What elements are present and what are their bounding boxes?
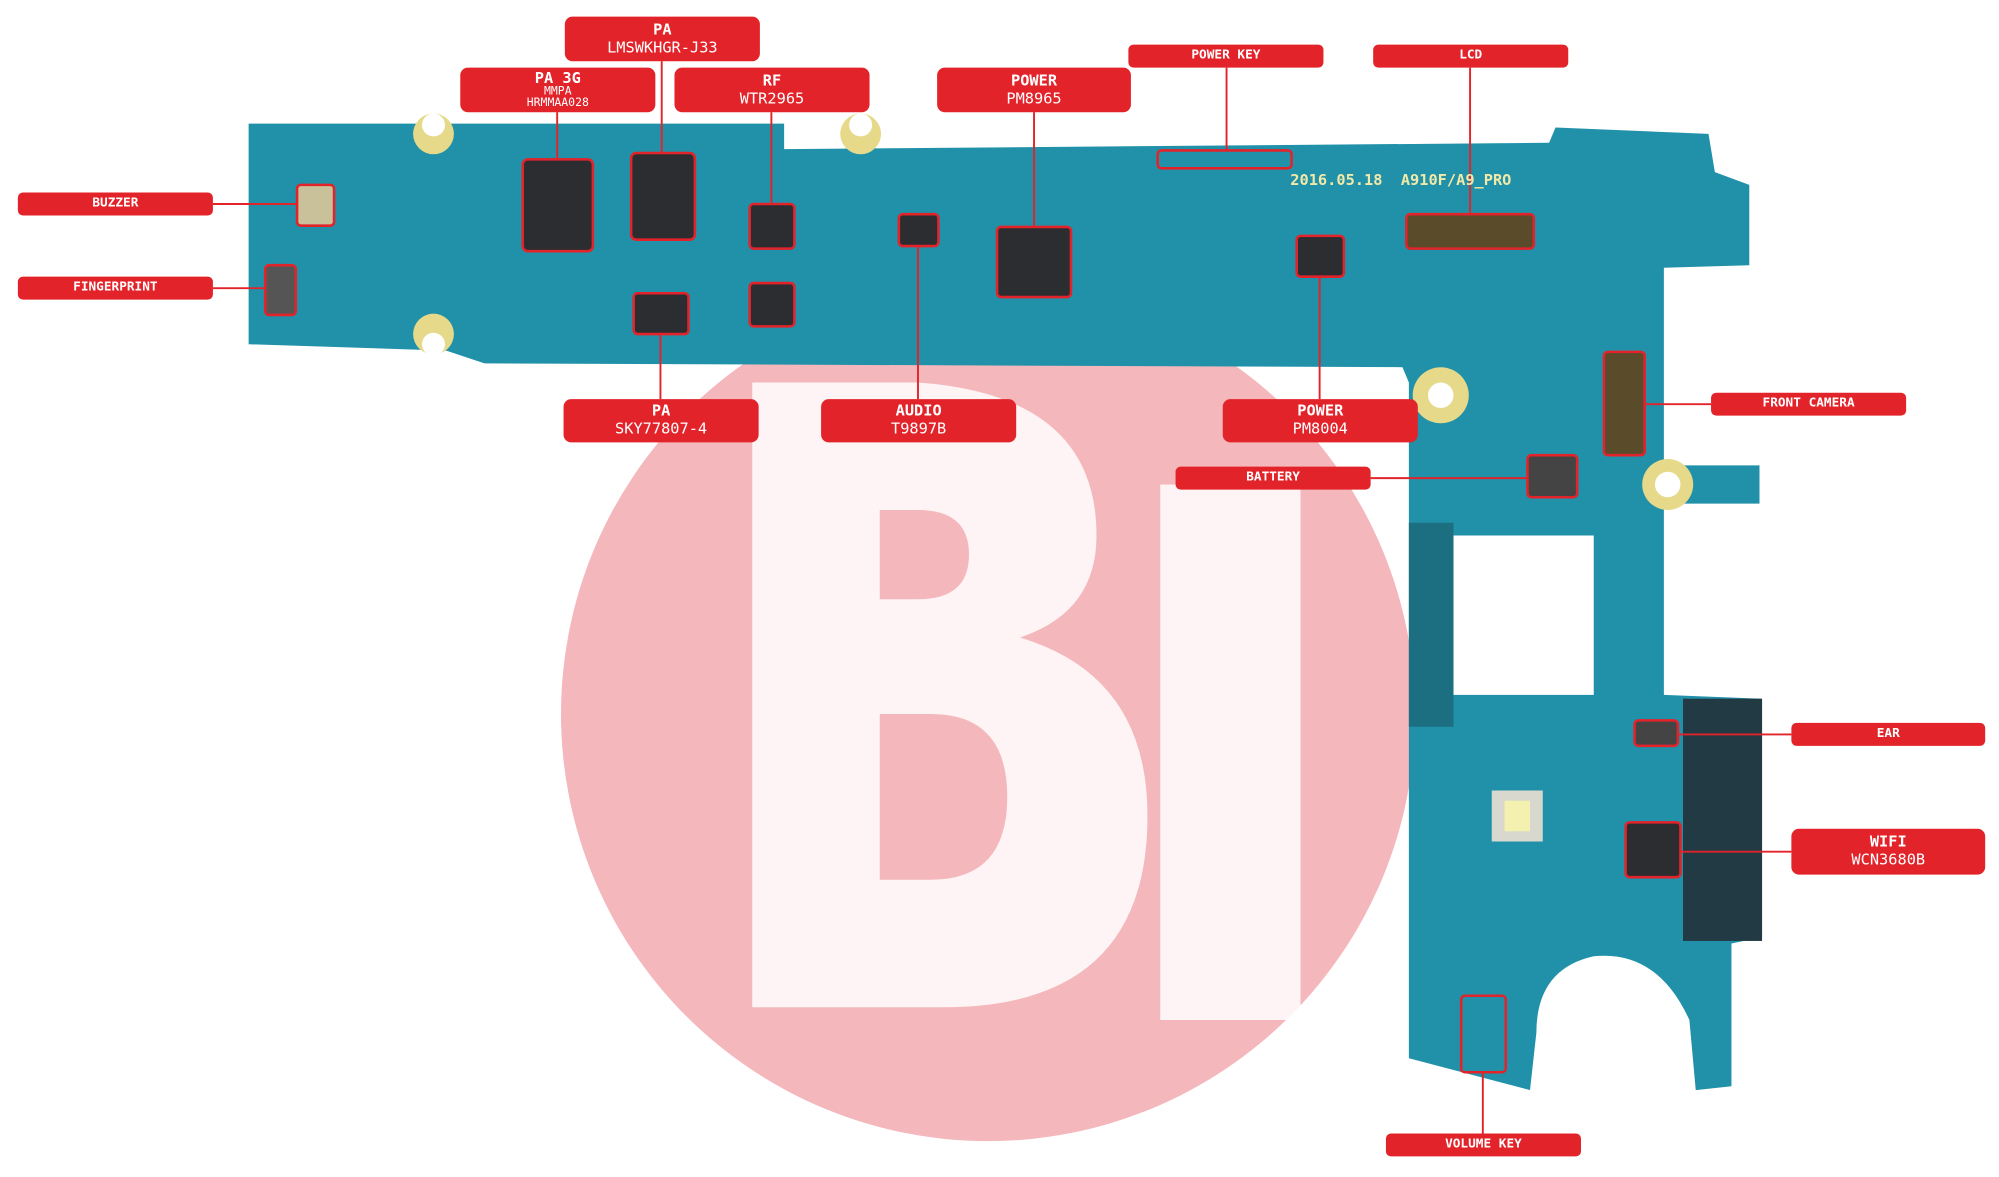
- label-part: WTR2965: [739, 88, 805, 107]
- label-part: T9897B: [890, 419, 947, 438]
- pcb-board: [248, 113, 1763, 1091]
- label-title: BATTERY: [1246, 470, 1300, 485]
- label-part: PM8965: [1006, 88, 1062, 107]
- label-buzzer: BUZZER: [17, 192, 213, 216]
- chips: [263, 149, 1682, 1074]
- label-power-key: POWER KEY: [1128, 44, 1324, 68]
- label-title: VOLUME KEY: [1445, 1137, 1522, 1152]
- label-part: WCN3680B: [1851, 850, 1926, 869]
- label-part: HRMMAA028: [526, 97, 589, 111]
- label-title: LCD: [1459, 48, 1483, 63]
- leader-lines: [212, 61, 1792, 1134]
- label-part: SKY77807-4: [615, 419, 708, 438]
- label-title: FRONT CAMERA: [1762, 396, 1855, 411]
- label-front-camera: FRONT CAMERA: [1711, 392, 1907, 416]
- label-title: WIFI: [1869, 832, 1907, 851]
- label-title: PA: [651, 401, 671, 420]
- label-title: POWER: [1010, 71, 1058, 89]
- label-title: FINGERPRINT: [73, 280, 158, 295]
- label-title: POWER KEY: [1191, 48, 1261, 63]
- label-title: EAR: [1876, 727, 1900, 742]
- label-ear: EAR: [1791, 722, 1986, 746]
- label-title: PA 3G: [534, 68, 581, 87]
- label-fingerprint: FINGERPRINT: [17, 276, 213, 300]
- label-title: AUDIO: [895, 401, 942, 420]
- label-title: POWER: [1297, 401, 1344, 420]
- label-volume-key: VOLUME KEY: [1385, 1133, 1581, 1157]
- label-part: PM8004: [1292, 419, 1348, 438]
- label-sub: MMPA: [543, 85, 572, 99]
- watermark-logo: [561, 286, 1416, 1142]
- label-title: BUZZER: [92, 196, 139, 211]
- label-battery: BATTERY: [1175, 466, 1371, 490]
- label-title: PA: [653, 20, 672, 38]
- label-title: RF: [762, 71, 782, 89]
- label-lcd: LCD: [1373, 44, 1569, 68]
- board-marking: 2016.05.18 A910F/A9_PRO: [1290, 170, 1512, 189]
- label-part: LMSWKHGR-J33: [607, 37, 718, 56]
